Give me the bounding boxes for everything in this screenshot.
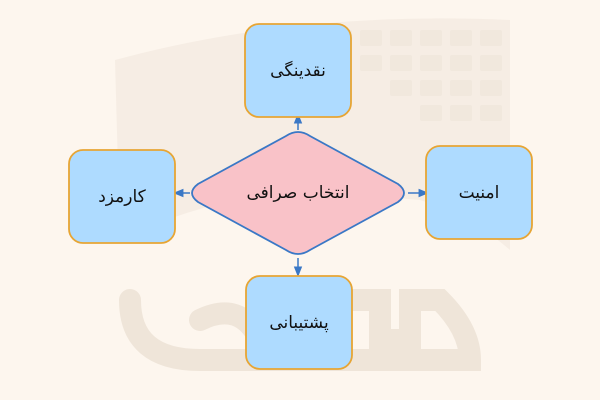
box-left-label: کارمزد <box>98 186 146 207</box>
box-left <box>68 149 176 244</box>
decision-label: انتخاب صرافی <box>246 183 350 203</box>
box-bottom-label: پشتیبانی <box>269 312 329 333</box>
box-right-label: امنیت <box>458 182 500 203</box>
box-right <box>425 145 533 240</box>
box-top <box>244 23 352 118</box>
box-top-label: نقدینگی <box>270 60 326 81</box>
box-bottom <box>245 275 353 370</box>
decision-diamond <box>191 131 405 255</box>
